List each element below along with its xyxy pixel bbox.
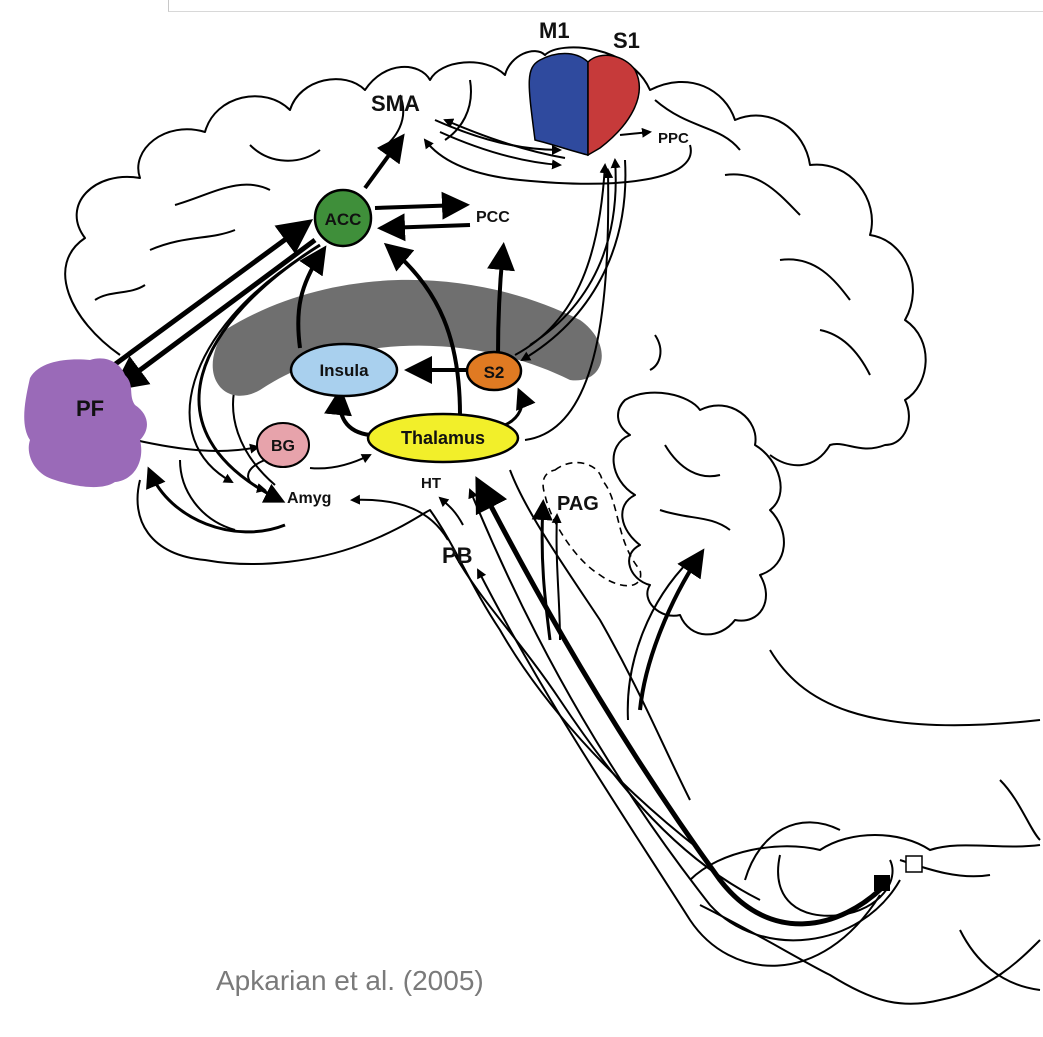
insula-label: Insula bbox=[319, 361, 369, 380]
m1-label: M1 bbox=[539, 18, 570, 43]
dorsal-horn-marker-open bbox=[906, 856, 922, 872]
sma-label: SMA bbox=[371, 91, 420, 116]
m1-region bbox=[529, 54, 588, 156]
ht-label: HT bbox=[421, 475, 441, 492]
spinal-cord-section bbox=[690, 780, 1040, 1004]
ppc-label: PPC bbox=[658, 130, 689, 147]
ascending-tracts bbox=[352, 485, 900, 966]
bg-label: BG bbox=[271, 438, 295, 455]
m1-s1-region bbox=[529, 54, 639, 156]
citation-caption: Apkarian et al. (2005) bbox=[216, 965, 484, 996]
pb-label: PB bbox=[442, 543, 473, 568]
acc-label: ACC bbox=[325, 210, 362, 229]
pf-label: PF bbox=[76, 396, 104, 421]
pag-label: PAG bbox=[557, 493, 599, 515]
thalamus-label: Thalamus bbox=[401, 428, 485, 448]
amyg-label: Amyg bbox=[287, 490, 331, 507]
brain-outline bbox=[65, 47, 1040, 900]
s2-label: S2 bbox=[484, 363, 505, 382]
s1-region bbox=[588, 55, 639, 155]
s1-label: S1 bbox=[613, 28, 640, 53]
pcc-label: PCC bbox=[476, 209, 510, 226]
ventricle-band bbox=[213, 280, 602, 396]
